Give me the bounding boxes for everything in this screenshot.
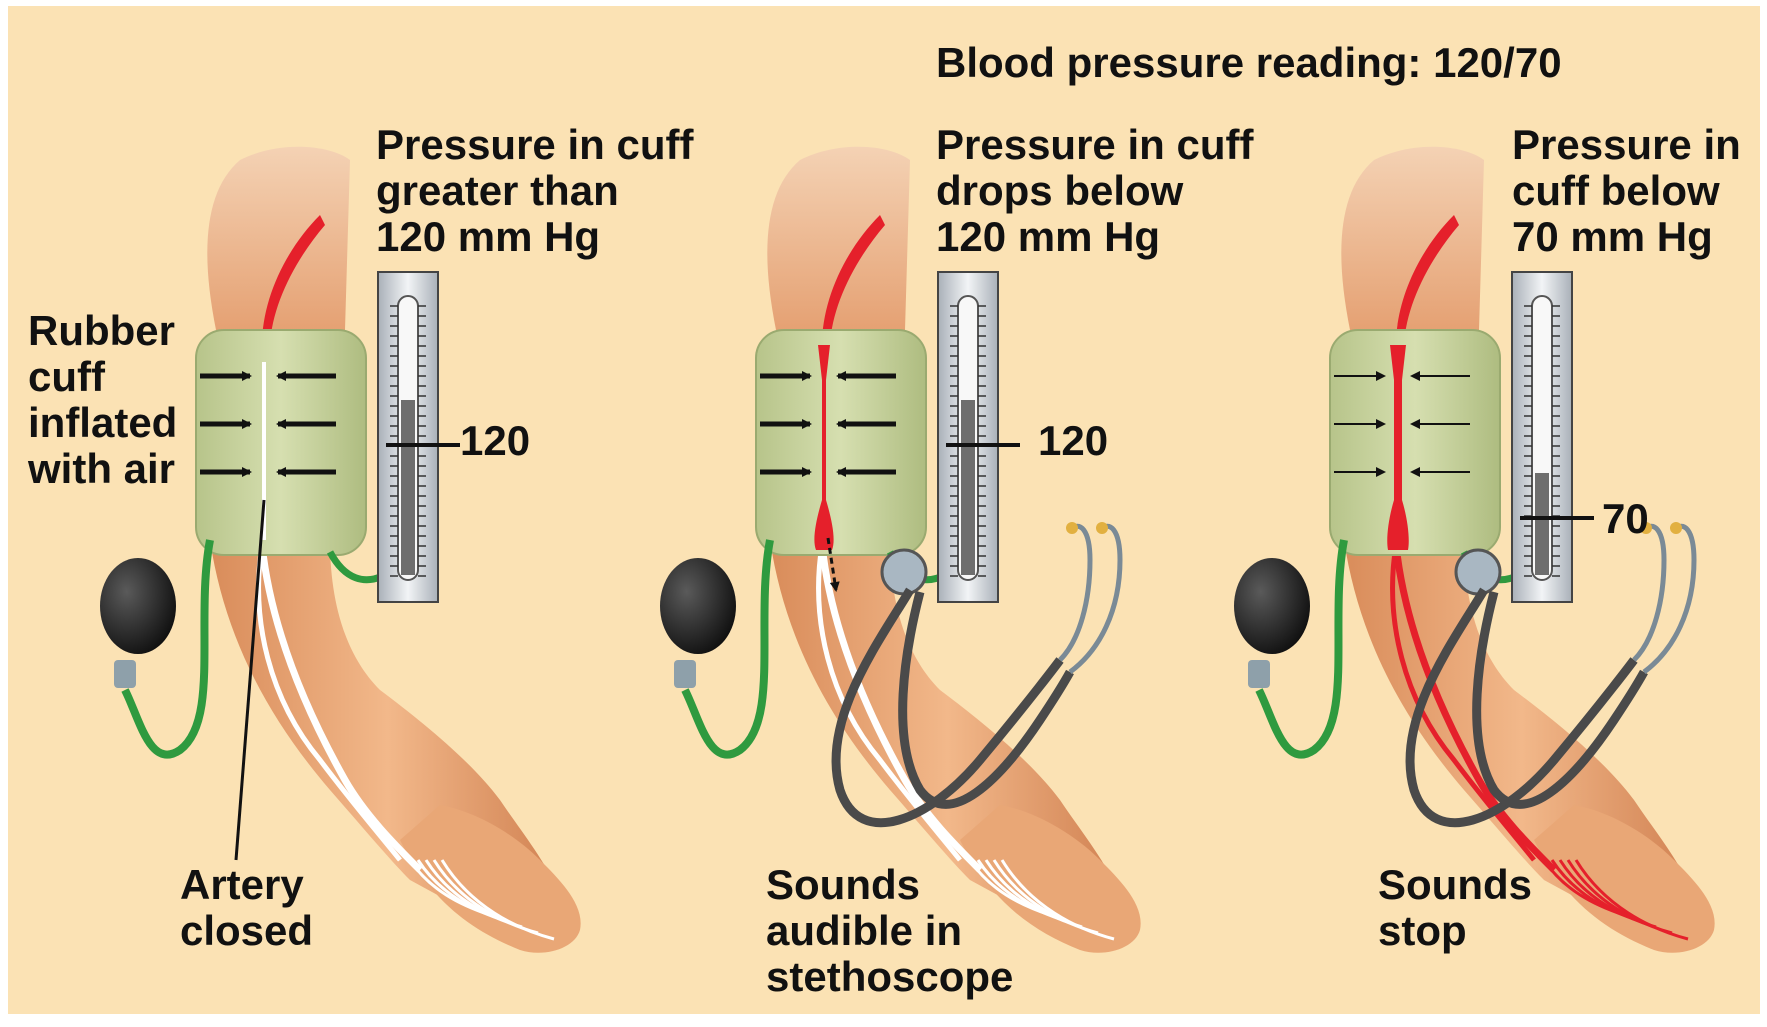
cuff-line-1: Rubber — [28, 308, 177, 354]
panel2-pressure-line-1: Pressure in cuff — [936, 122, 1253, 168]
cuff-line-4: with air — [28, 446, 177, 492]
reading-title: Blood pressure reading: 120/70 — [936, 40, 1562, 86]
panel3-bottom-label: Sounds stop — [1378, 862, 1532, 954]
panel1-gauge-value: 120 — [460, 418, 530, 464]
stethoscope-chestpiece — [882, 550, 926, 594]
panel2-pressure-line-2: drops below — [936, 168, 1253, 214]
panel1-pressure-line-1: Pressure in cuff — [376, 122, 693, 168]
panel3-bottom-line-1: Sounds — [1378, 862, 1532, 908]
panel3-gauge-value: 70 — [1602, 496, 1649, 542]
panel1-bottom-line-1: Artery — [180, 862, 313, 908]
cuff-line-2: cuff — [28, 354, 177, 400]
panel2-bottom-line-1: Sounds — [766, 862, 1013, 908]
panel3-bottom-line-2: stop — [1378, 908, 1532, 954]
cuff-line-3: inflated — [28, 400, 177, 446]
earbud-left — [1066, 522, 1078, 534]
panel2-gauge-value: 120 — [1038, 418, 1108, 464]
pump-bulb — [100, 558, 176, 654]
mercury-column — [401, 400, 415, 575]
panel1-pressure-label: Pressure in cuff greater than 120 mm Hg — [376, 122, 693, 260]
pump-bulb — [660, 558, 736, 654]
cuff-label: Rubber cuff inflated with air — [28, 308, 177, 492]
panel1-bottom-label: Artery closed — [180, 862, 313, 954]
panel2-bottom-label: Sounds audible in stethoscope — [766, 862, 1013, 1000]
stethoscope-chestpiece — [1456, 550, 1500, 594]
panel1-pressure-line-3: 120 mm Hg — [376, 214, 693, 260]
panel2-bottom-line-2: audible in — [766, 908, 1013, 954]
panel2-pressure-label: Pressure in cuff drops below 120 mm Hg — [936, 122, 1253, 260]
panel2-pressure-line-3: 120 mm Hg — [936, 214, 1253, 260]
panel3-pressure-line-1: Pressure in — [1512, 122, 1741, 168]
panel3-pressure-label: Pressure in cuff below 70 mm Hg — [1512, 122, 1741, 260]
cuff — [1330, 330, 1500, 555]
cuff — [756, 330, 926, 555]
pump-bulb — [1234, 558, 1310, 654]
cuff — [196, 330, 366, 555]
panel1-pressure-line-2: greater than — [376, 168, 693, 214]
earbud-right — [1096, 522, 1108, 534]
panel2-bottom-line-3: stethoscope — [766, 954, 1013, 1000]
mercury-column — [961, 400, 975, 575]
panel3-pressure-line-2: cuff below — [1512, 168, 1741, 214]
panel1-bottom-line-2: closed — [180, 908, 313, 954]
bulb-valve — [114, 660, 136, 688]
earbud-right — [1670, 522, 1682, 534]
mercury-column — [1535, 473, 1549, 575]
bulb-valve — [1248, 660, 1270, 688]
bulb-valve — [674, 660, 696, 688]
panel3-pressure-line-3: 70 mm Hg — [1512, 214, 1741, 260]
